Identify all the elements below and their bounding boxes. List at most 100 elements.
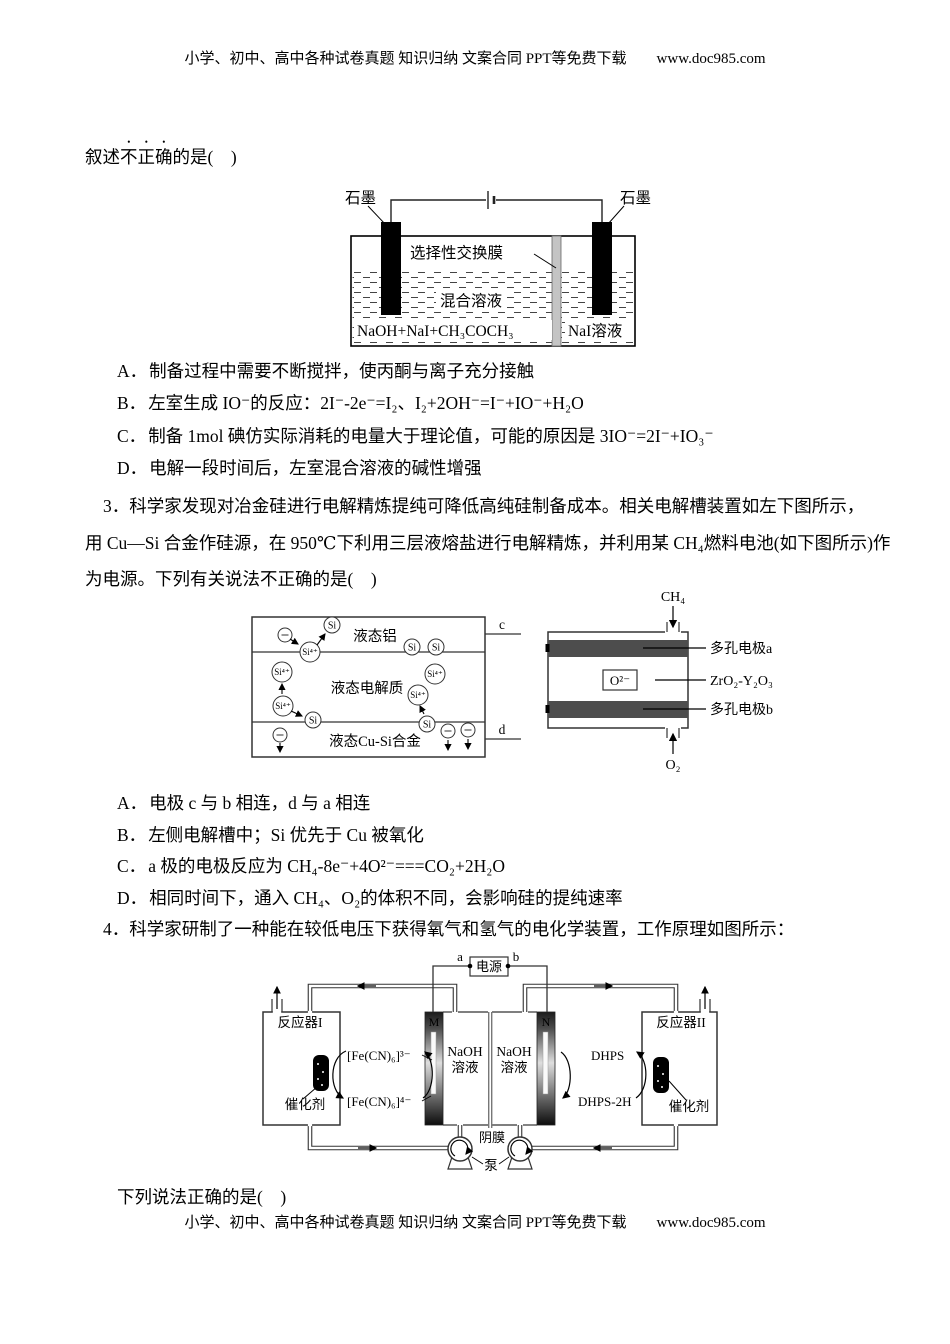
svg-text:Si: Si — [408, 643, 417, 654]
option-key: A． — [117, 361, 148, 381]
catalyst-1 — [313, 1055, 329, 1091]
oxide-ion-box — [602, 669, 638, 691]
catalyst-2 — [653, 1057, 669, 1093]
catalyst-1-label: 催化剂 — [285, 1097, 326, 1112]
reaction-cycle-arrows — [332, 1050, 647, 1099]
liquid-aluminum-label: 液态铝 — [353, 628, 397, 645]
wire-right — [496, 199, 603, 224]
option-key: B． — [117, 393, 147, 413]
cu-si-alloy-label: 液态Cu-Si合金 — [329, 733, 421, 750]
graphite-label-left: 石墨 — [345, 190, 376, 207]
q3-option-b: B．左侧电解槽中；Si 优先于 Cu 被氧化 — [117, 825, 424, 847]
exchange-membrane — [551, 235, 562, 347]
wire-b-to-n — [508, 965, 548, 1012]
pump-pointer-right — [498, 1156, 510, 1165]
catalyst-2-label: 催化剂 — [669, 1099, 710, 1114]
anion-membrane — [487, 1012, 493, 1128]
q3-stem-line1: 3．科学家发现对冶金硅进行电解精炼提纯可降低高纯硅制备成本。相关电解槽装置如左下… — [103, 496, 865, 516]
electrode-n-slit — [542, 1031, 549, 1095]
flow-arrows — [356, 982, 614, 1152]
mixed-solution-label: 混合溶液 — [440, 292, 502, 310]
option-text: 左侧电解槽中；Si 优先于 Cu 被氧化 — [148, 825, 424, 845]
outlet-gap — [665, 725, 681, 731]
reactor-2-label: 反应器II — [656, 1014, 706, 1030]
footer-url: www.doc985.com — [656, 1215, 766, 1231]
oxide-ion-label: O²⁻ — [610, 673, 630, 688]
circulation-pipes — [307, 983, 679, 1151]
q3-option-a: A．电极 c 与 b 相连，d 与 a 相连 — [117, 793, 370, 815]
pump-pointer-left — [471, 1156, 484, 1165]
left-solution-label: NaOH+NaI+CH₃COCH₃ — [357, 323, 514, 340]
option-key: D． — [117, 458, 148, 478]
pump-label: 泵 — [484, 1158, 498, 1173]
naoh-right-line1: NaOH — [496, 1044, 531, 1059]
pump-2 — [507, 1136, 534, 1170]
electrode-b-tab — [545, 705, 550, 713]
q4-device-diagram: 反应器I 反应器II M N 电源 a b — [262, 949, 718, 1173]
header-url: www.doc985.com — [656, 51, 766, 67]
terminal-b-dot — [505, 963, 511, 969]
option-text: 制备过程中需要不断搅拌，使丙酮与离子充分接触 — [149, 361, 535, 381]
naoh-left-line1: NaOH — [447, 1044, 482, 1059]
si-atom-symbols: Si Si Si Si Si — [304, 616, 445, 733]
q2-stem-emphasized: 不正确 — [120, 147, 173, 167]
svg-text:Si: Si — [328, 621, 337, 632]
reactor-2-vent — [699, 985, 711, 1012]
catalyst-2-pointer — [668, 1080, 687, 1101]
electrode-b-label: 多孔电极b — [710, 701, 773, 718]
graphite-electrode-left — [381, 222, 401, 315]
q2-option-b: B．左室生成 IO⁻的反应：2I⁻-2e⁻=I₂、I₂+2OH⁻=I⁻+IO⁻+… — [117, 393, 584, 415]
ch4-inlet-label: CH₄ — [661, 590, 685, 605]
wire-a-to-m — [432, 965, 470, 1012]
graphite-label-right: 石墨 — [620, 190, 651, 207]
option-key: D． — [117, 888, 148, 908]
option-key: B． — [117, 825, 147, 845]
reactor-1-label: 反应器I — [278, 1014, 323, 1030]
power-source-label: 电源 — [476, 959, 502, 974]
q2-stem: 叙述不正确的是( ) — [85, 137, 237, 169]
option-text: 制备 1mol 碘仿实际消耗的电量大于理论值，可能的原因是 3IO⁻=2I⁻+I… — [148, 426, 714, 446]
option-text: 相同时间下，通入 CH₄、O₂的体积不同，会影响硅的提纯速率 — [149, 888, 623, 908]
q2-electrolysis-diagram: 石墨 石墨 选择性交换膜 混合溶液 NaOH+NaI+CH₃COCH₃ NaI溶… — [345, 190, 651, 347]
option-key: C． — [117, 426, 147, 446]
option-key: C． — [117, 856, 147, 876]
q3-fuel-cell-diagram: CH₄ O²⁻ 多孔电极a ZrO₂-Y₂O₃ 多孔电极b O₂ — [545, 590, 773, 773]
q3-option-c: C．a 极的电极反应为 CH₄-8e⁻+4O²⁻===CO₂+2H₂O — [117, 856, 505, 878]
q3-stem-line3: 为电源。下列有关说法不正确的是( ) — [85, 569, 377, 589]
terminal-c-label: c — [499, 617, 505, 632]
option-text: a 极的电极反应为 CH₄-8e⁻+4O²⁻===CO₂+2H₂O — [148, 856, 505, 876]
q2-option-d: D．电解一段时间后，左室混合溶液的碱性增强 — [117, 458, 482, 480]
ferricyanide-label: [Fe(CN)₆]³⁻ — [347, 1048, 411, 1063]
svg-text:Si⁴⁺: Si⁴⁺ — [275, 701, 291, 711]
option-text: 电解一段时间后，左室混合溶液的碱性增强 — [149, 458, 482, 478]
right-solution-label: NaI溶液 — [568, 322, 622, 340]
liquid-electrolyte-label: 液态电解质 — [331, 680, 404, 697]
svg-text:Si: Si — [309, 716, 318, 727]
page-header: 小学、初中、高中各种试卷真题 知识归纳 文案合同 PPT等免费下载 www.doc… — [0, 50, 950, 69]
right-solution-bg — [565, 320, 633, 340]
svg-text:Si⁴⁺: Si⁴⁺ — [427, 669, 443, 679]
ion-movement-arrows — [276, 633, 472, 754]
header-promo-text: 小学、初中、高中各种试卷真题 知识归纳 文案合同 PPT等免费下载 — [184, 51, 627, 67]
electron-symbols — [272, 627, 476, 743]
ferrocyanide-label: [Fe(CN)₆]⁴⁻ — [347, 1094, 411, 1109]
graphite-electrode-right — [592, 222, 612, 315]
terminal-b-label: b — [513, 949, 520, 964]
q2-stem-suffix: 的是( ) — [172, 147, 237, 167]
q3-electrolysis-cell-diagram: c d 液态铝 液态电解质 液态Cu-Si合金 Si⁴⁺ Si⁴⁺ Si⁴⁺ S… — [251, 616, 521, 758]
graphite-left-pointer — [367, 205, 386, 225]
electrolyte-label: ZrO₂-Y₂O₃ — [710, 674, 773, 689]
pump-1 — [447, 1136, 474, 1170]
dhps2h-label: DHPS-2H — [578, 1094, 631, 1109]
porous-electrode-b — [548, 701, 688, 718]
membrane-pointer — [533, 253, 557, 269]
terminal-a-dot — [467, 963, 473, 969]
q4-question: 下列说法正确的是( ) — [117, 1187, 287, 1207]
dhps-label: DHPS — [591, 1048, 624, 1063]
membrane-label: 阴膜 — [479, 1130, 505, 1145]
cell-walls — [443, 1011, 537, 1126]
option-text: 左室生成 IO⁻的反应：2I⁻-2e⁻=I₂、I₂+2OH⁻=I⁻+IO⁻+H₂… — [148, 393, 584, 413]
naoh-right-line2: 溶液 — [501, 1060, 529, 1075]
